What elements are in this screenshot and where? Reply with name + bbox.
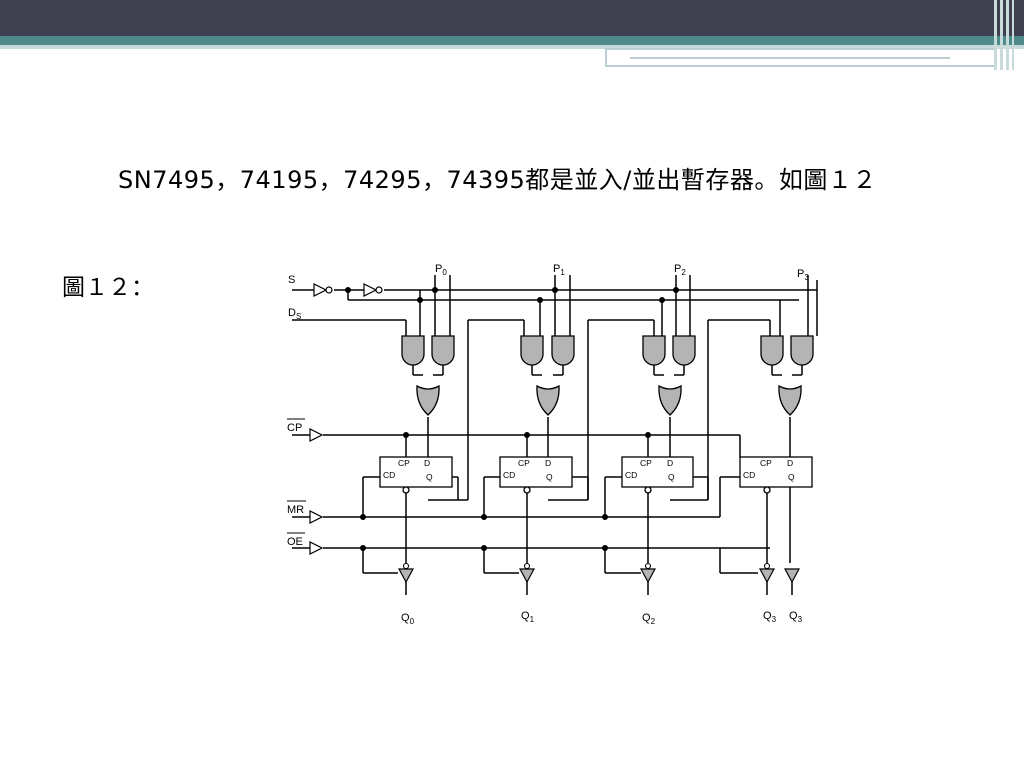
ff3-cp-label: CP <box>760 458 772 468</box>
output-buffers <box>398 568 800 583</box>
flip-flop-3 <box>739 456 813 488</box>
input-buffers <box>309 283 383 555</box>
header-dark-strip <box>0 0 1024 36</box>
flip-flop-pin-labels: CP D CD Q CP D CD Q CP D CD Q CP D CD Q <box>383 458 795 482</box>
q0-label: Q0 <box>401 612 415 626</box>
parallel-input-labels: P0 P1 P2 P3 <box>435 263 809 282</box>
ff1-cp-label: CP <box>518 458 530 468</box>
ff2-d-label: D <box>667 458 673 468</box>
or-gates <box>416 385 802 416</box>
ff1-d-label: D <box>545 458 551 468</box>
header-teal-strip <box>0 36 1024 45</box>
output-labels: Q0 Q1 Q2 Q3 Q3 <box>401 610 803 626</box>
q3-label-alt: Q3 <box>789 610 803 624</box>
header-right-stripes <box>994 0 1014 70</box>
ff3-q-label: Q <box>788 472 795 482</box>
flip-flops <box>379 456 813 494</box>
p2-label: P2 <box>674 263 686 277</box>
flip-flop-0 <box>379 456 453 488</box>
input-labels: S DS CP MR OE <box>287 274 304 548</box>
ff1-cd-label: CD <box>503 470 515 480</box>
mr-buffer <box>309 510 324 524</box>
p0-label: P0 <box>435 263 447 277</box>
serial-inverter-2 <box>363 283 378 297</box>
shift-register-schematic: CP D CD Q CP D CD Q CP D CD Q CP D CD Q <box>287 263 818 626</box>
figure-label: 圖１２： <box>62 275 154 301</box>
cp-buffer <box>309 428 324 442</box>
overline-bars <box>287 418 306 534</box>
serial-inverter-1 <box>313 283 328 297</box>
slide-headline: SN7495，74195，74295，74395都是並入/並出暫存器。如圖１２ <box>118 166 877 194</box>
flip-flop-1 <box>499 456 573 488</box>
parallel-input-leads <box>449 275 691 280</box>
serial-input-label: S <box>288 274 295 286</box>
p3-label: P3 <box>797 268 809 282</box>
ff0-cp-label: CP <box>398 458 410 468</box>
and-gates <box>401 335 814 366</box>
ff2-cp-label: CP <box>640 458 652 468</box>
ff1-q-label: Q <box>546 472 553 482</box>
ff3-cd-label: CD <box>743 470 755 480</box>
wires <box>292 275 818 595</box>
slide-header-band <box>0 0 1024 70</box>
p1-label: P1 <box>553 263 565 277</box>
ff0-cd-label: CD <box>383 470 395 480</box>
oe-buffer <box>309 541 324 555</box>
oe-input-label: OE <box>287 536 303 548</box>
header-light-strip <box>0 45 1024 49</box>
ff2-q-label: Q <box>668 472 675 482</box>
mr-input-label: MR <box>287 504 304 516</box>
ff2-cd-label: CD <box>625 470 637 480</box>
ff0-d-label: D <box>424 458 430 468</box>
q3-label: Q3 <box>763 610 777 624</box>
ff0-q-label: Q <box>426 472 433 482</box>
cp-input-label: CP <box>287 422 302 434</box>
flip-flop-2 <box>621 456 694 488</box>
ff3-d-label: D <box>787 458 793 468</box>
q1-label: Q1 <box>521 610 535 624</box>
output-enable-bubbles <box>402 562 771 570</box>
junction-dots <box>345 287 679 551</box>
q2-label: Q2 <box>642 612 656 626</box>
ds-input-label: DS <box>288 307 301 321</box>
